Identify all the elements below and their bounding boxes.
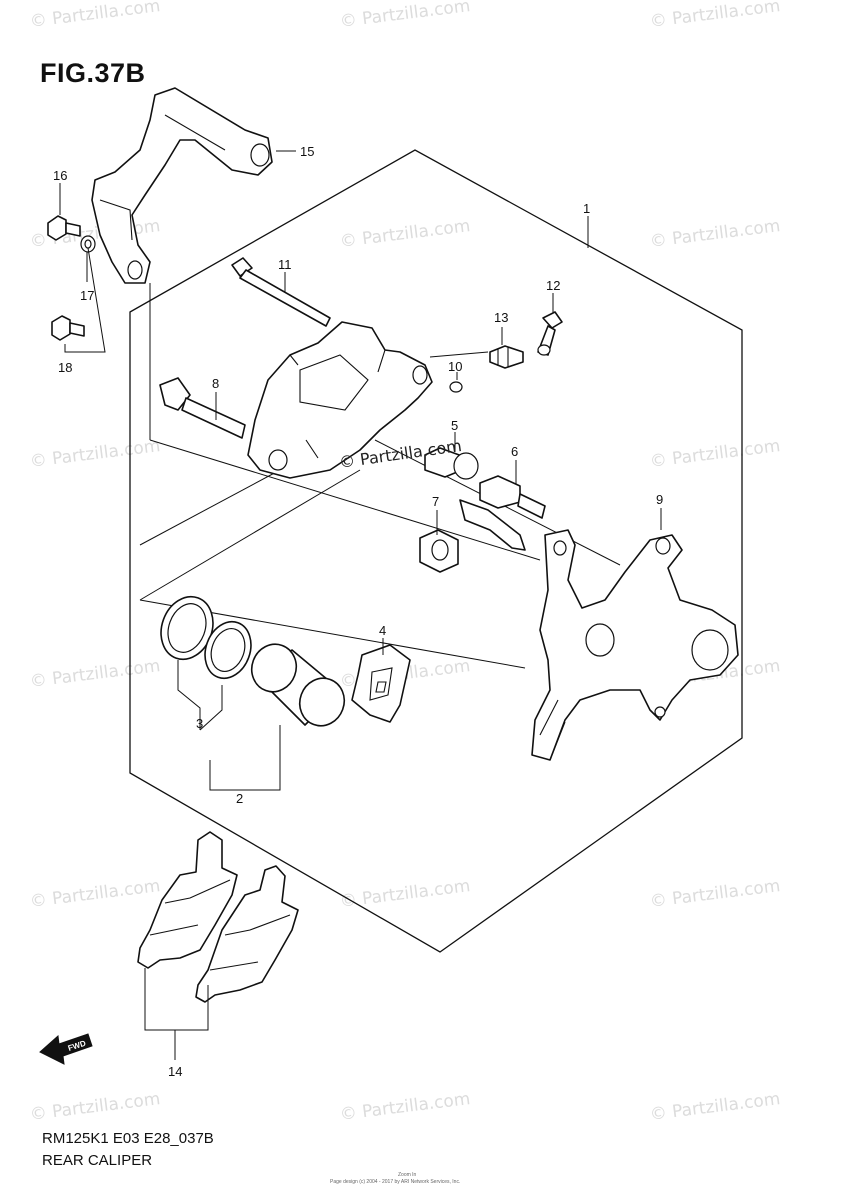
small-ring-10 [449,381,463,393]
caliper-bracket-arm [91,87,273,284]
callout-8: 8 [212,376,219,391]
piston-seals-3 [160,595,252,680]
caliper-body [247,321,433,479]
copyright-line: Page design (c) 2004 - 2017 by ARI Netwo… [330,1179,461,1185]
piston-2 [250,643,346,727]
brake-pads-14 [137,831,299,1003]
bolt-16 [47,215,81,241]
pad-spring-plate-4 [351,644,411,723]
callout-4: 4 [379,623,386,638]
callout-6: 6 [511,444,518,459]
caliper-bracket-9 [531,529,739,761]
callout-13: 13 [494,310,508,325]
callout-2: 2 [236,791,243,806]
callout-18: 18 [58,360,72,375]
callout-11: 11 [278,257,292,272]
fwd-arrow-icon: FWD [39,1033,93,1065]
callout-3: 3 [196,716,203,731]
callout-12: 12 [546,278,560,293]
callout-10: 10 [448,359,462,374]
diagram-name: REAR CALIPER [42,1152,153,1169]
callout-14: 14 [168,1064,182,1079]
figure-title: FIG.37B [40,58,146,88]
boot-5 [424,447,479,480]
bolt-18 [51,315,85,341]
callout-labels: 1 2 3 4 5 6 7 8 9 10 11 12 13 14 15 16 1… [53,144,663,1079]
bleeder-cap-12 [537,311,563,356]
pin-bolt-6 [479,475,546,519]
callout-17: 17 [80,288,94,303]
callout-5: 5 [451,418,458,433]
slide-pin-8 [159,377,246,439]
callout-1: 1 [583,201,590,216]
callout-9: 9 [656,492,663,507]
model-code: RM125K1 E03 E28_037B [42,1130,214,1147]
leader-lines [59,150,662,1060]
rubber-boot-7 [419,529,459,573]
assembly-outline [129,149,743,953]
zoom-link[interactable]: Zoom In [398,1172,417,1178]
bleeder-screw-13 [489,345,524,369]
callout-16: 16 [53,168,67,183]
pad-spring [459,499,526,551]
callout-15: 15 [300,144,314,159]
guide-lines [139,283,621,669]
callout-7: 7 [432,494,439,509]
pin-11 [231,257,331,327]
